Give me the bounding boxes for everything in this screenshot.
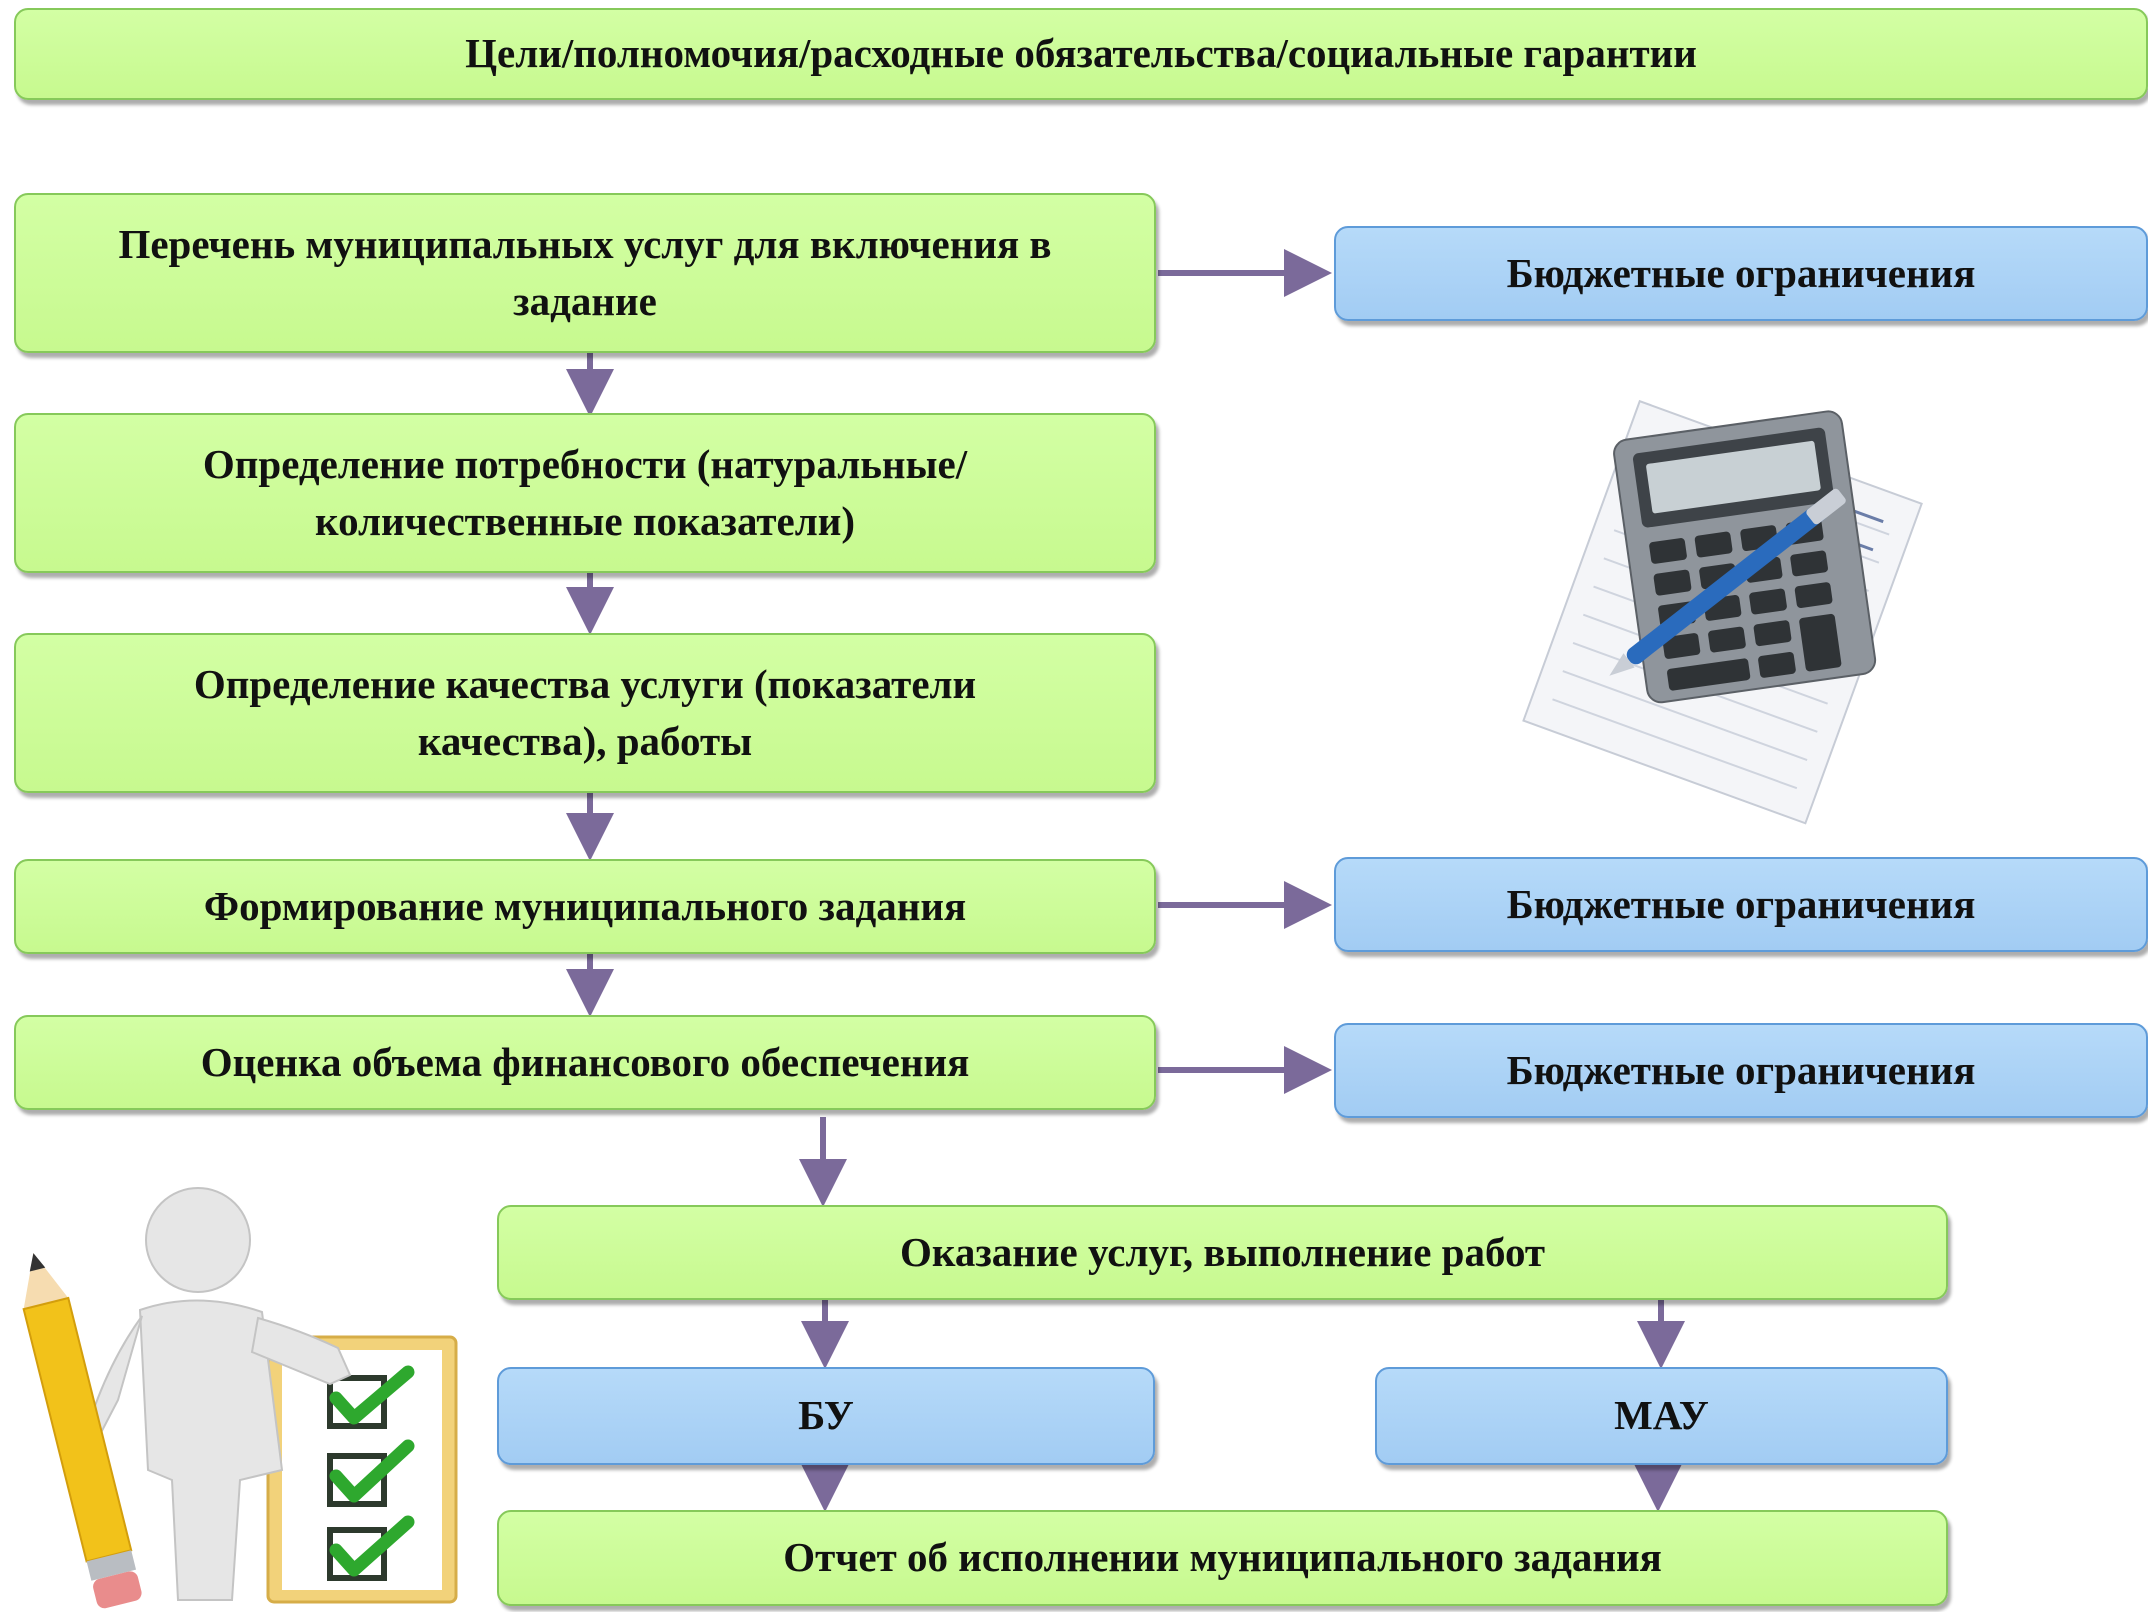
services-list-text: Перечень муниципальных услуг для включен… [118,220,1052,324]
budget-constraint-text-1: Бюджетные ограничения [1506,249,1976,296]
bu-text: БУ [798,1392,854,1439]
service-delivery-text: Оказание услуг, выполнение работ [899,1228,1546,1275]
demand-text: Определение потребности (натуральные/кол… [202,440,968,544]
goals-header-text: Цели/полномочия/расходные обязательства/… [465,30,1697,77]
mau-text: МАУ [1614,1392,1709,1439]
budget-constraint-box-1: Бюджетные ограничения [1334,226,2148,321]
mau-box: МАУ [1375,1367,1948,1465]
bu-box: БУ [497,1367,1155,1465]
demand-box: Определение потребности (натуральные/кол… [14,413,1156,573]
budget-constraint-box-2: Бюджетные ограничения [1334,857,2148,952]
financing-box: Оценка объема финансового обеспечения [14,1015,1156,1110]
services-list-box: Перечень муниципальных услуг для включен… [14,193,1156,353]
report-box: Отчет об исполнении муниципального задан… [497,1510,1948,1606]
task-formation-text: Формирование муниципального задания [203,882,967,929]
quality-box: Определение качества услуги (показатели … [14,633,1156,793]
budget-constraint-text-3: Бюджетные ограничения [1506,1046,1976,1093]
budget-constraint-text-2: Бюджетные ограничения [1506,880,1976,927]
task-formation-box: Формирование муниципального задания [14,859,1156,954]
quality-text: Определение качества услуги (показатели … [193,660,977,764]
report-text: Отчет об исполнении муниципального задан… [783,1534,1662,1581]
service-delivery-box: Оказание услуг, выполнение работ [497,1205,1948,1300]
budget-constraint-box-3: Бюджетные ограничения [1334,1023,2148,1118]
financing-text: Оценка объема финансового обеспечения [200,1038,970,1085]
goals-header-box: Цели/полномочия/расходные обязательства/… [14,8,2148,100]
